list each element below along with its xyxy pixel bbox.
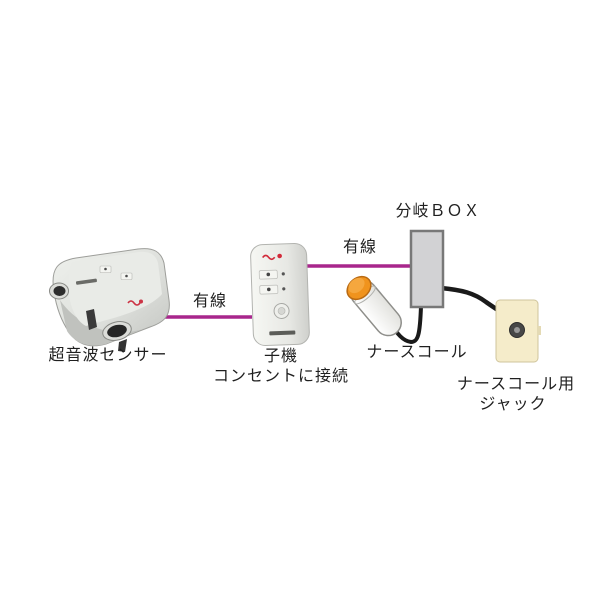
handset-label: 子機 [263, 348, 298, 365]
jack-illustration [495, 299, 541, 363]
jack-socket-pin [514, 327, 520, 333]
jack-label-line2: ジャック [479, 396, 547, 413]
sensor-logo-red [127, 299, 143, 306]
sensor-brand-mark [75, 278, 97, 285]
branch-box-illustration [409, 229, 445, 309]
sensor-lens-left [49, 282, 69, 300]
jack-label-line1: ナースコール用 [456, 376, 576, 393]
branch-box-label: 分岐ＢＯＸ [395, 203, 481, 220]
sensor-lens-front [102, 321, 132, 341]
handset-note-label: コンセントに接続 [212, 368, 349, 385]
handset-brand-mark [269, 330, 296, 336]
wired-label-1: 有線 [192, 293, 227, 310]
handset-body [250, 242, 310, 347]
nurse-call-label: ナースコール [366, 344, 468, 361]
ultrasonic-sensor-illustration [49, 248, 170, 352]
handset-button [273, 302, 290, 319]
jack-plate-tab [537, 326, 541, 335]
handset-indicator-row-2 [259, 284, 286, 295]
handset-indicator-row-1 [258, 269, 285, 280]
nurse-call-illustration [346, 275, 402, 337]
sensor-top-face [68, 251, 162, 326]
handset-illustration [250, 242, 310, 347]
sensor-stand-foot [86, 309, 97, 330]
sensor-top-buttons [99, 265, 133, 280]
wired-label-2: 有線 [342, 239, 377, 256]
nurse-call-button-highlight [348, 277, 365, 294]
handset-logo-red [262, 253, 282, 261]
ultrasonic-sensor-label: 超音波センサー [48, 347, 168, 364]
sensor-rear-foot [118, 339, 127, 352]
